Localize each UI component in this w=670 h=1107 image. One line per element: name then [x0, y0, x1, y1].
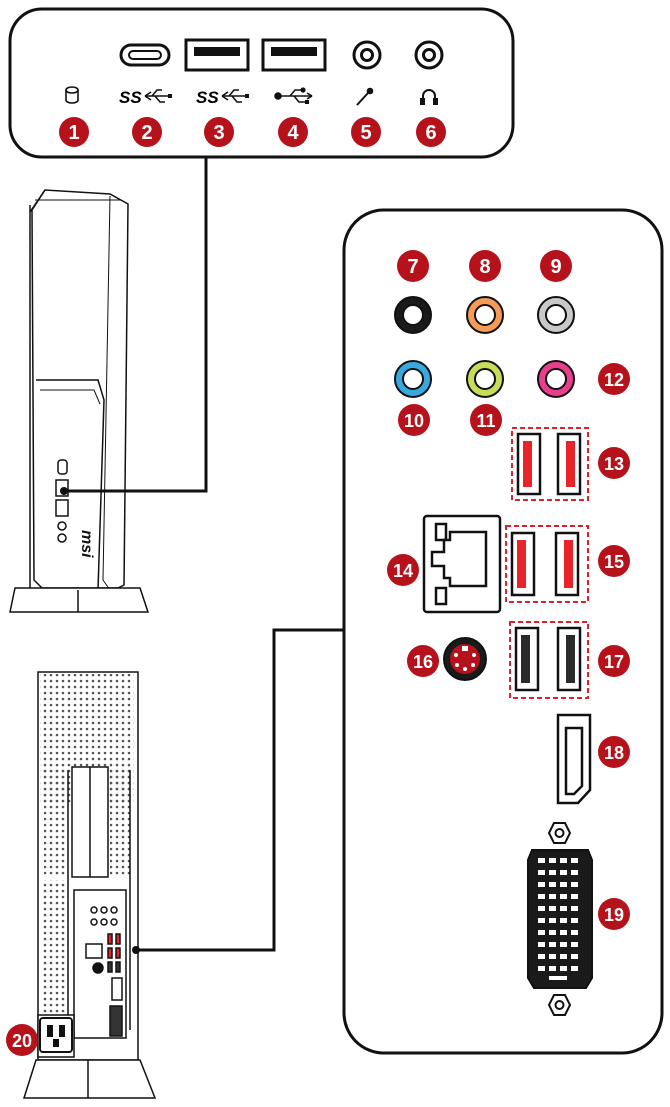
- svg-text:17: 17: [604, 652, 624, 672]
- svg-text:14: 14: [393, 561, 413, 581]
- callout-badge: 19: [598, 898, 630, 930]
- audio-jack-pink: [537, 360, 575, 398]
- audio-jack-black: [394, 296, 432, 334]
- callout-badge: 7: [397, 250, 429, 282]
- usb2-icon: [274, 87, 313, 104]
- callout-badge: 15: [598, 545, 630, 577]
- ss-label: SS: [119, 88, 142, 107]
- svg-text:12: 12: [604, 370, 624, 390]
- callout-badge: 14: [387, 554, 419, 586]
- svg-text:9: 9: [550, 256, 561, 278]
- callout-badge: 8: [469, 250, 501, 282]
- chassis-logo: msi: [78, 530, 95, 558]
- svg-text:20: 20: [12, 1031, 32, 1051]
- usb3-ss-icon: SS: [196, 88, 249, 107]
- audio-jack-gray: [537, 296, 575, 334]
- ps2-port: [443, 637, 487, 681]
- front-callout-connector: [64, 157, 208, 493]
- usb-port-black: [556, 626, 582, 692]
- callout-badge: 17: [598, 645, 630, 677]
- svg-text:18: 18: [604, 743, 624, 763]
- callout-badge: 9: [540, 250, 572, 282]
- callout-badge: 10: [398, 404, 430, 436]
- microphone-icon: [356, 87, 374, 106]
- svg-text:4: 4: [287, 122, 299, 144]
- callout-badge: 18: [598, 736, 630, 768]
- rear-callout-connector: [136, 628, 344, 952]
- callout-badge: 3: [204, 117, 234, 147]
- svg-text:16: 16: [413, 652, 433, 672]
- callout-badge: 5: [351, 117, 381, 147]
- power-inlet: [39, 1017, 73, 1053]
- svg-text:11: 11: [476, 411, 495, 431]
- callout-badge: 20: [6, 1024, 38, 1056]
- audio-jack-orange: [466, 296, 504, 334]
- callout-badge: 6: [416, 117, 446, 147]
- tower-rear-view: [22, 671, 157, 1099]
- usb-port-red: [554, 531, 580, 597]
- svg-text:2: 2: [141, 122, 152, 144]
- audio-jack-lime: [466, 360, 504, 398]
- svg-text:10: 10: [404, 411, 424, 431]
- svg-text:3: 3: [213, 122, 224, 144]
- callout-badge: 4: [278, 117, 308, 147]
- callout-badge: 13: [598, 447, 630, 479]
- svg-text:1: 1: [68, 122, 79, 144]
- usb-port-black: [514, 626, 540, 692]
- ss-label: SS: [196, 88, 219, 107]
- usb-port-red: [510, 531, 536, 597]
- usb-group-outline: [505, 525, 589, 603]
- usb-group-outline: [509, 621, 589, 699]
- usb-port-red: [556, 432, 582, 496]
- lan-port: [422, 514, 502, 614]
- hdd-led-icon: [65, 86, 79, 104]
- svg-text:5: 5: [360, 122, 371, 144]
- svg-text:13: 13: [604, 454, 624, 474]
- svg-text:15: 15: [604, 552, 624, 572]
- callout-badge: 16: [407, 645, 439, 677]
- dvi-port: [527, 822, 593, 1016]
- svg-text:6: 6: [425, 122, 436, 144]
- callout-badge: 1: [59, 117, 89, 147]
- usb-group-outline: [511, 427, 589, 501]
- svg-text:7: 7: [407, 256, 418, 278]
- audio-jack-blue: [394, 360, 432, 398]
- svg-text:19: 19: [604, 905, 624, 925]
- usb-port-red: [516, 432, 542, 496]
- callout-badge: 11: [470, 404, 502, 436]
- callout-badge: 12: [598, 363, 630, 395]
- displayport: [556, 713, 592, 805]
- callout-badge: 2: [132, 117, 162, 147]
- svg-text:8: 8: [479, 256, 490, 278]
- usb3-ss-icon: SS: [119, 88, 172, 107]
- headphone-icon: [420, 89, 438, 105]
- tower-front-view: [9, 189, 150, 613]
